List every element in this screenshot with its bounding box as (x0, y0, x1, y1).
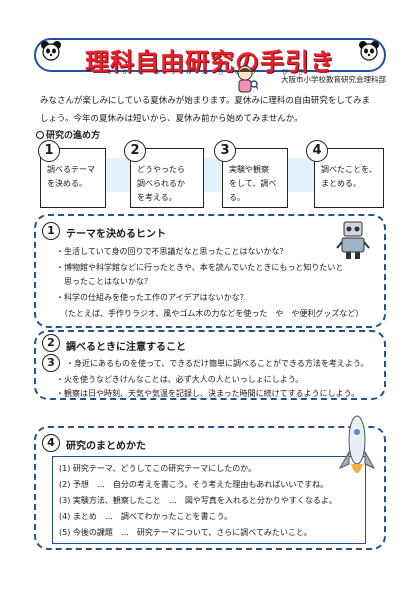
robot-icon (336, 220, 370, 260)
step-number: 2 (124, 140, 146, 162)
step-text: を考える。 (137, 193, 177, 202)
summary-item: (2) 予想 … 自分の考えを書こう。そう考えた理由もあればいいですね。 (59, 480, 329, 489)
step-text: 実験や観察 (229, 165, 269, 174)
intro-text: みなさんが楽しみにしている夏休みが始まります。夏休みに理科の自由研究をしてみま … (40, 92, 390, 128)
step-text: まとめる。 (321, 179, 361, 188)
title-ruby: りかじゆうけんきゅうてびき (106, 69, 315, 76)
summary-title: 研究のまとめかた (66, 441, 146, 452)
step-text: 調べられるか (137, 179, 185, 188)
step-card-2: どうやったら 調べられるか を考える。 (130, 148, 204, 208)
step-number: 1 (38, 140, 60, 162)
step-text: 調べたことを、 (321, 165, 377, 174)
steps-heading-text: 研究の進め方 (46, 131, 101, 141)
section-number: 2 (42, 334, 60, 352)
summary-item: (1) 研究テーマ、どうしてこの研究テーマにしたのか。 (59, 464, 257, 473)
panda-icon (40, 40, 62, 62)
hint-line: ・生活していて身の回りで不思議だなと思ったことはないかな？ (56, 247, 288, 256)
step-number: 3 (214, 140, 236, 162)
step-text: を決める。 (47, 179, 87, 188)
step-text: 調べるテーマ (47, 165, 95, 174)
rocket-icon (334, 412, 380, 482)
step-card-4: 調べたことを、 まとめる。 (314, 148, 384, 208)
cautions-title: 調べるときに注意すること (66, 342, 186, 353)
section-number: 3 (42, 354, 60, 372)
page-title: 理科自由研究の手引き (85, 48, 335, 76)
caution-line: ・観察は日や時刻、天気や気温を記録し、決まった時間に続けてするようにしよう。 (56, 389, 360, 398)
hint-line: （たとえば、手作りラジオ、風やゴム木の力などを使った や や便利グッズなど） (56, 309, 364, 318)
step-number: 4 (306, 140, 328, 162)
step-text: どうやったら (137, 165, 185, 174)
summary-item: (5) 今後の課題 … 研究テーマについて、さらに調べてみたいこと。 (59, 528, 312, 537)
section-number: 4 (42, 434, 60, 452)
steps-flow: 調べるテーマ を決める。 1 どうやったら 調べられるか を考える。 2 実験や… (34, 140, 394, 210)
summary-list: (1) 研究テーマ、どうしてこの研究テーマにしたのか。 (2) 予想 … 自分の… (52, 456, 366, 544)
circle-bullet-icon (36, 131, 44, 139)
caution-line: ・身近にあるものを使って、できるだけ簡単に調べることができる方法を考えよう。 (66, 359, 369, 368)
summary-item: (4) まとめ … 調べてわかったことを書こう。 (59, 512, 233, 521)
hints-panel: 1 テーマを決めるヒント ・生活していて身の回りで不思議だなと思ったことはないか… (34, 214, 386, 328)
girl-icon (232, 64, 259, 96)
summary-panel: 4 研究のまとめかた (1) 研究テーマ、どうしてこの研究テーマにしたのか。 (… (34, 415, 386, 550)
summary-item: (3) 実験方法、観察したこと … 図や写真を入れると分かりやすくなるよ。 (59, 496, 337, 505)
panda-icon (358, 40, 380, 62)
intro-line: みなさんが楽しみにしている夏休みが始まります。夏休みに理科の自由研究をしてみま (40, 96, 371, 106)
title-banner: 理科自由研究の手引き りかじゆうけんきゅうてびき (34, 38, 386, 76)
step-card-1: 調べるテーマ を決める。 (40, 148, 106, 208)
hints-title: テーマを決めるヒント (66, 229, 166, 240)
cautions-panel: 2 3 調べるときに注意すること ・身近にあるものを使って、できるだけ簡単に調べ… (34, 330, 386, 400)
organization-name: 大阪市小学校教育研究会理科部 (281, 75, 386, 84)
step-text: をして、調べる。 (229, 179, 277, 202)
hint-line: 思ったことはないかな？ (56, 277, 152, 286)
intro-line: しょう。今年の夏休みは短いから、夏休み前から始めてみませんか。 (40, 114, 303, 124)
steps-heading: 研究の進め方 (36, 128, 100, 141)
hint-line: ・科学の仕組みを使った工作のアイデアはないかな？ (56, 293, 248, 302)
caution-line: ・火を使うなどきけんなことは、必ず大人の人といっしょにしよう。 (56, 375, 304, 384)
hint-line: ・博物館や科学館などに行ったときや、本を読んでいたときにもっと知りたいと (56, 263, 344, 272)
section-number: 1 (42, 222, 60, 240)
